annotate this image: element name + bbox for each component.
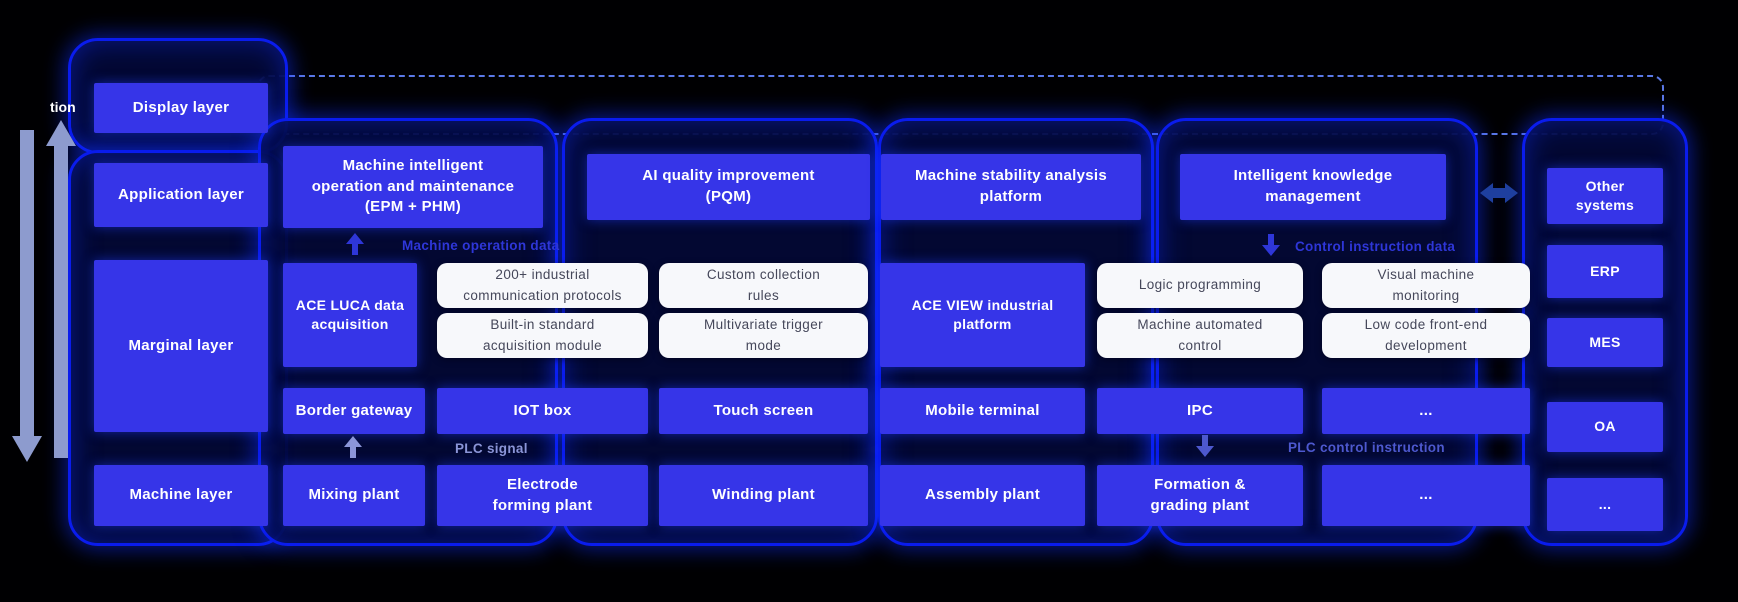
box-ace-luca: ACE LUCA data acquisition [283, 263, 417, 367]
box-pqm: AI quality improvement (PQM) [587, 154, 870, 220]
downward-flow-arrow [12, 130, 42, 462]
box-multivariate-trigger: Multivariate trigger mode [659, 313, 868, 358]
box-border-gateway: Border gateway [283, 388, 425, 434]
box-winding-plant: Winding plant [659, 465, 868, 526]
box-stability-platform: Machine stability analysis platform [881, 154, 1141, 220]
plc-control-down-arrow-icon [1196, 435, 1214, 457]
box-logic-programming: Logic programming [1097, 263, 1303, 308]
label-plc-control-instruction: PLC control instruction [1288, 440, 1445, 455]
box-industrial-protocols: 200+ industrial communication protocols [437, 263, 648, 308]
box-oa: OA [1547, 402, 1663, 452]
label-control-instruction-data: Control instruction data [1295, 239, 1456, 254]
box-touch-screen: Touch screen [659, 388, 868, 434]
box-formation-plant: Formation & grading plant [1097, 465, 1303, 526]
upward-flow-arrow [46, 120, 76, 458]
bidirectional-link-arrow-icon [1480, 183, 1518, 203]
box-custom-collection-rules: Custom collection rules [659, 263, 868, 308]
box-automated-control: Machine automated control [1097, 313, 1303, 358]
box-erp: ERP [1547, 245, 1663, 298]
box-other-systems: Other systems [1547, 168, 1663, 224]
box-mes: MES [1547, 318, 1663, 367]
control-instruction-data-down-arrow-icon [1262, 234, 1280, 256]
box-mixing-plant: Mixing plant [283, 465, 425, 526]
box-machine-more: ... [1322, 465, 1530, 526]
box-low-code-development: Low code front-end development [1322, 313, 1530, 358]
box-display-layer: Display layer [94, 83, 268, 133]
box-assembly-plant: Assembly plant [880, 465, 1085, 526]
clipped-left-label: tion [50, 99, 76, 115]
box-device-more: ... [1322, 388, 1530, 434]
box-electrode-plant: Electrode forming plant [437, 465, 648, 526]
box-epm-phm: Machine intelligent operation and mainte… [283, 146, 543, 228]
box-knowledge-management: Intelligent knowledge management [1180, 154, 1446, 220]
box-acquisition-module: Built-in standard acquisition module [437, 313, 648, 358]
box-visual-monitoring: Visual machine monitoring [1322, 263, 1530, 308]
plc-signal-up-arrow-icon [344, 436, 362, 458]
machine-operation-data-up-arrow-icon [346, 233, 364, 255]
label-machine-operation-data: Machine operation data [402, 238, 560, 253]
box-iot-box: IOT box [437, 388, 648, 434]
box-mobile-terminal: Mobile terminal [880, 388, 1085, 434]
box-ipc: IPC [1097, 388, 1303, 434]
box-external-more: ... [1547, 478, 1663, 531]
box-application-layer: Application layer [94, 163, 268, 227]
label-plc-signal: PLC signal [455, 441, 528, 456]
box-ace-view: ACE VIEW industrial platform [880, 263, 1085, 367]
box-machine-layer: Machine layer [94, 465, 268, 526]
box-marginal-layer: Marginal layer [94, 260, 268, 432]
